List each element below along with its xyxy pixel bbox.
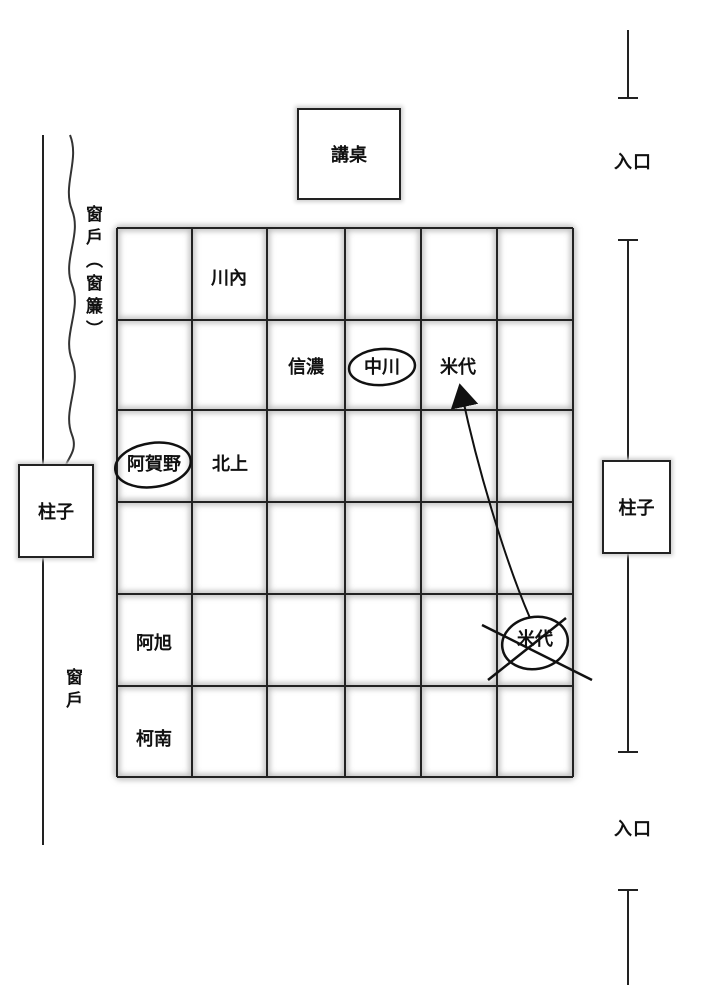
circle-aheye (113, 441, 193, 489)
lectern-box: 講桌 (297, 108, 401, 200)
cross-line-2 (487, 617, 567, 681)
circle-zhongchuan (347, 347, 417, 387)
window-curtain-label: 窗戶（窗簾） (82, 205, 102, 343)
seat-r1c4: 米代 (440, 357, 476, 378)
pillar-right-label: 柱子 (618, 498, 655, 519)
entrance-bottom-label: 入口 (614, 819, 652, 840)
pillar-left-label: 柱子 (38, 502, 74, 523)
entrance-top-label: 入口 (614, 152, 652, 173)
pillar-left-box: 柱子 (18, 464, 94, 558)
move-arrow (450, 383, 531, 619)
seat-grid (116, 227, 574, 778)
seat-r1c2: 信濃 (288, 357, 324, 378)
seat-r4c0: 阿旭 (136, 633, 172, 654)
cross-line-1 (481, 623, 593, 682)
lectern-label: 講桌 (331, 145, 367, 166)
seat-r5c0: 柯南 (136, 729, 172, 750)
seat-r2c1: 北上 (212, 454, 248, 475)
seat-r4c5: 米代 (517, 629, 553, 650)
seat-r0c1: 川內 (211, 268, 247, 289)
pillar-right-box: 柱子 (602, 460, 671, 554)
window-lower-label: 窗戶 (62, 668, 82, 714)
curtain-wave (65, 134, 76, 466)
seat-r1c3: 中川 (364, 357, 400, 378)
seat-r2c0: 阿賀野 (127, 454, 181, 475)
